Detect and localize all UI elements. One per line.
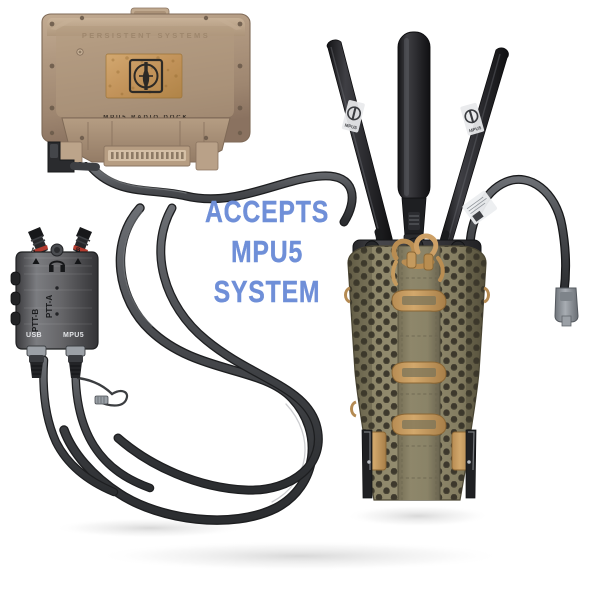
cable-harness — [39, 163, 357, 525]
radio-assembly: MPU5 — [326, 31, 579, 501]
carrier-pouch — [344, 245, 490, 501]
vehicle-module-device: PERSISTENT SYSTEMS MPU5 RADIO DOCK — [41, 7, 251, 173]
antenna-center — [397, 31, 431, 251]
svg-text:MPU5: MPU5 — [468, 125, 482, 133]
ethernet-pigtail — [462, 174, 579, 327]
shock-cord — [391, 233, 445, 286]
svg-text:PERSISTENT SYSTEMS: PERSISTENT SYSTEMS — [82, 31, 210, 40]
bottom-ports — [26, 345, 86, 378]
headphone-icon — [49, 260, 65, 272]
ptt-controller-device — [10, 227, 99, 378]
antenna-left: MPU5 — [326, 39, 393, 265]
ptt-top-connector-a — [28, 227, 48, 255]
svg-text:MPU5: MPU5 — [344, 122, 358, 130]
drop-shadows — [54, 505, 505, 571]
retention-buckles — [391, 289, 447, 436]
ptt-top-connector-b — [73, 227, 92, 255]
side-buttons — [10, 271, 21, 326]
right-angle-connector — [47, 141, 100, 173]
